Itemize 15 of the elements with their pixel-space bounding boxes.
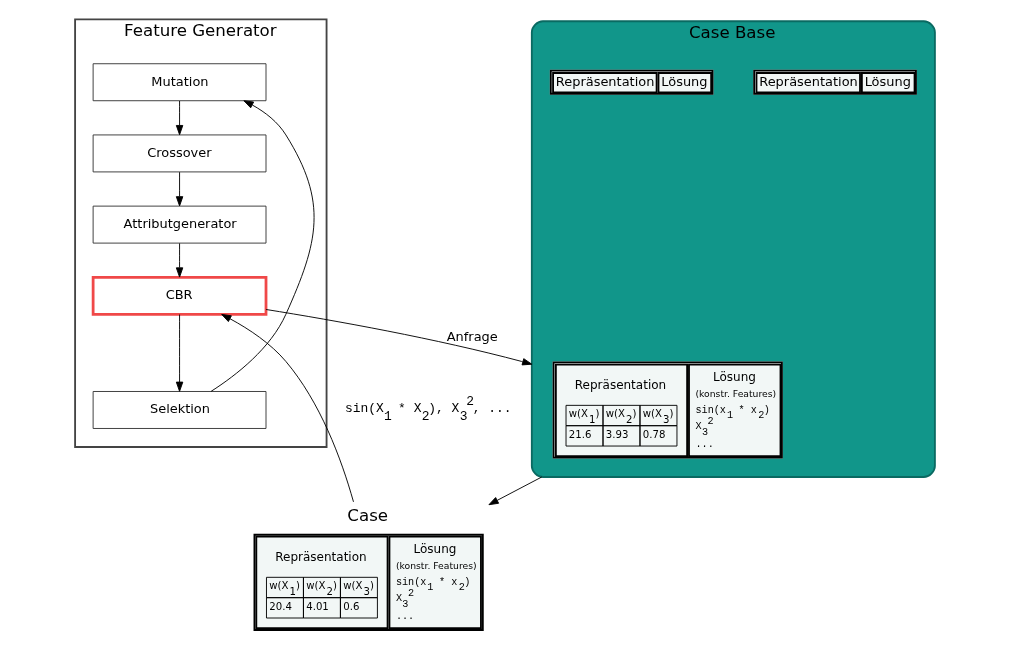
node-box: Crossover — [92, 134, 267, 173]
edge-label: Anfrage — [446, 329, 498, 345]
arrow — [175, 314, 184, 392]
node-label: Case — [347, 506, 389, 526]
node-box: Attributgenerator — [92, 205, 267, 244]
arrow — [265, 309, 533, 366]
arrow — [175, 171, 184, 207]
node-box: CBR — [91, 275, 268, 316]
node-box: Selektion — [92, 391, 267, 429]
arrow — [210, 100, 315, 392]
arrow — [175, 100, 184, 136]
arrow — [221, 313, 354, 503]
arrow — [175, 242, 184, 278]
node-box: Mutation — [92, 63, 267, 102]
arrow — [488, 476, 543, 506]
